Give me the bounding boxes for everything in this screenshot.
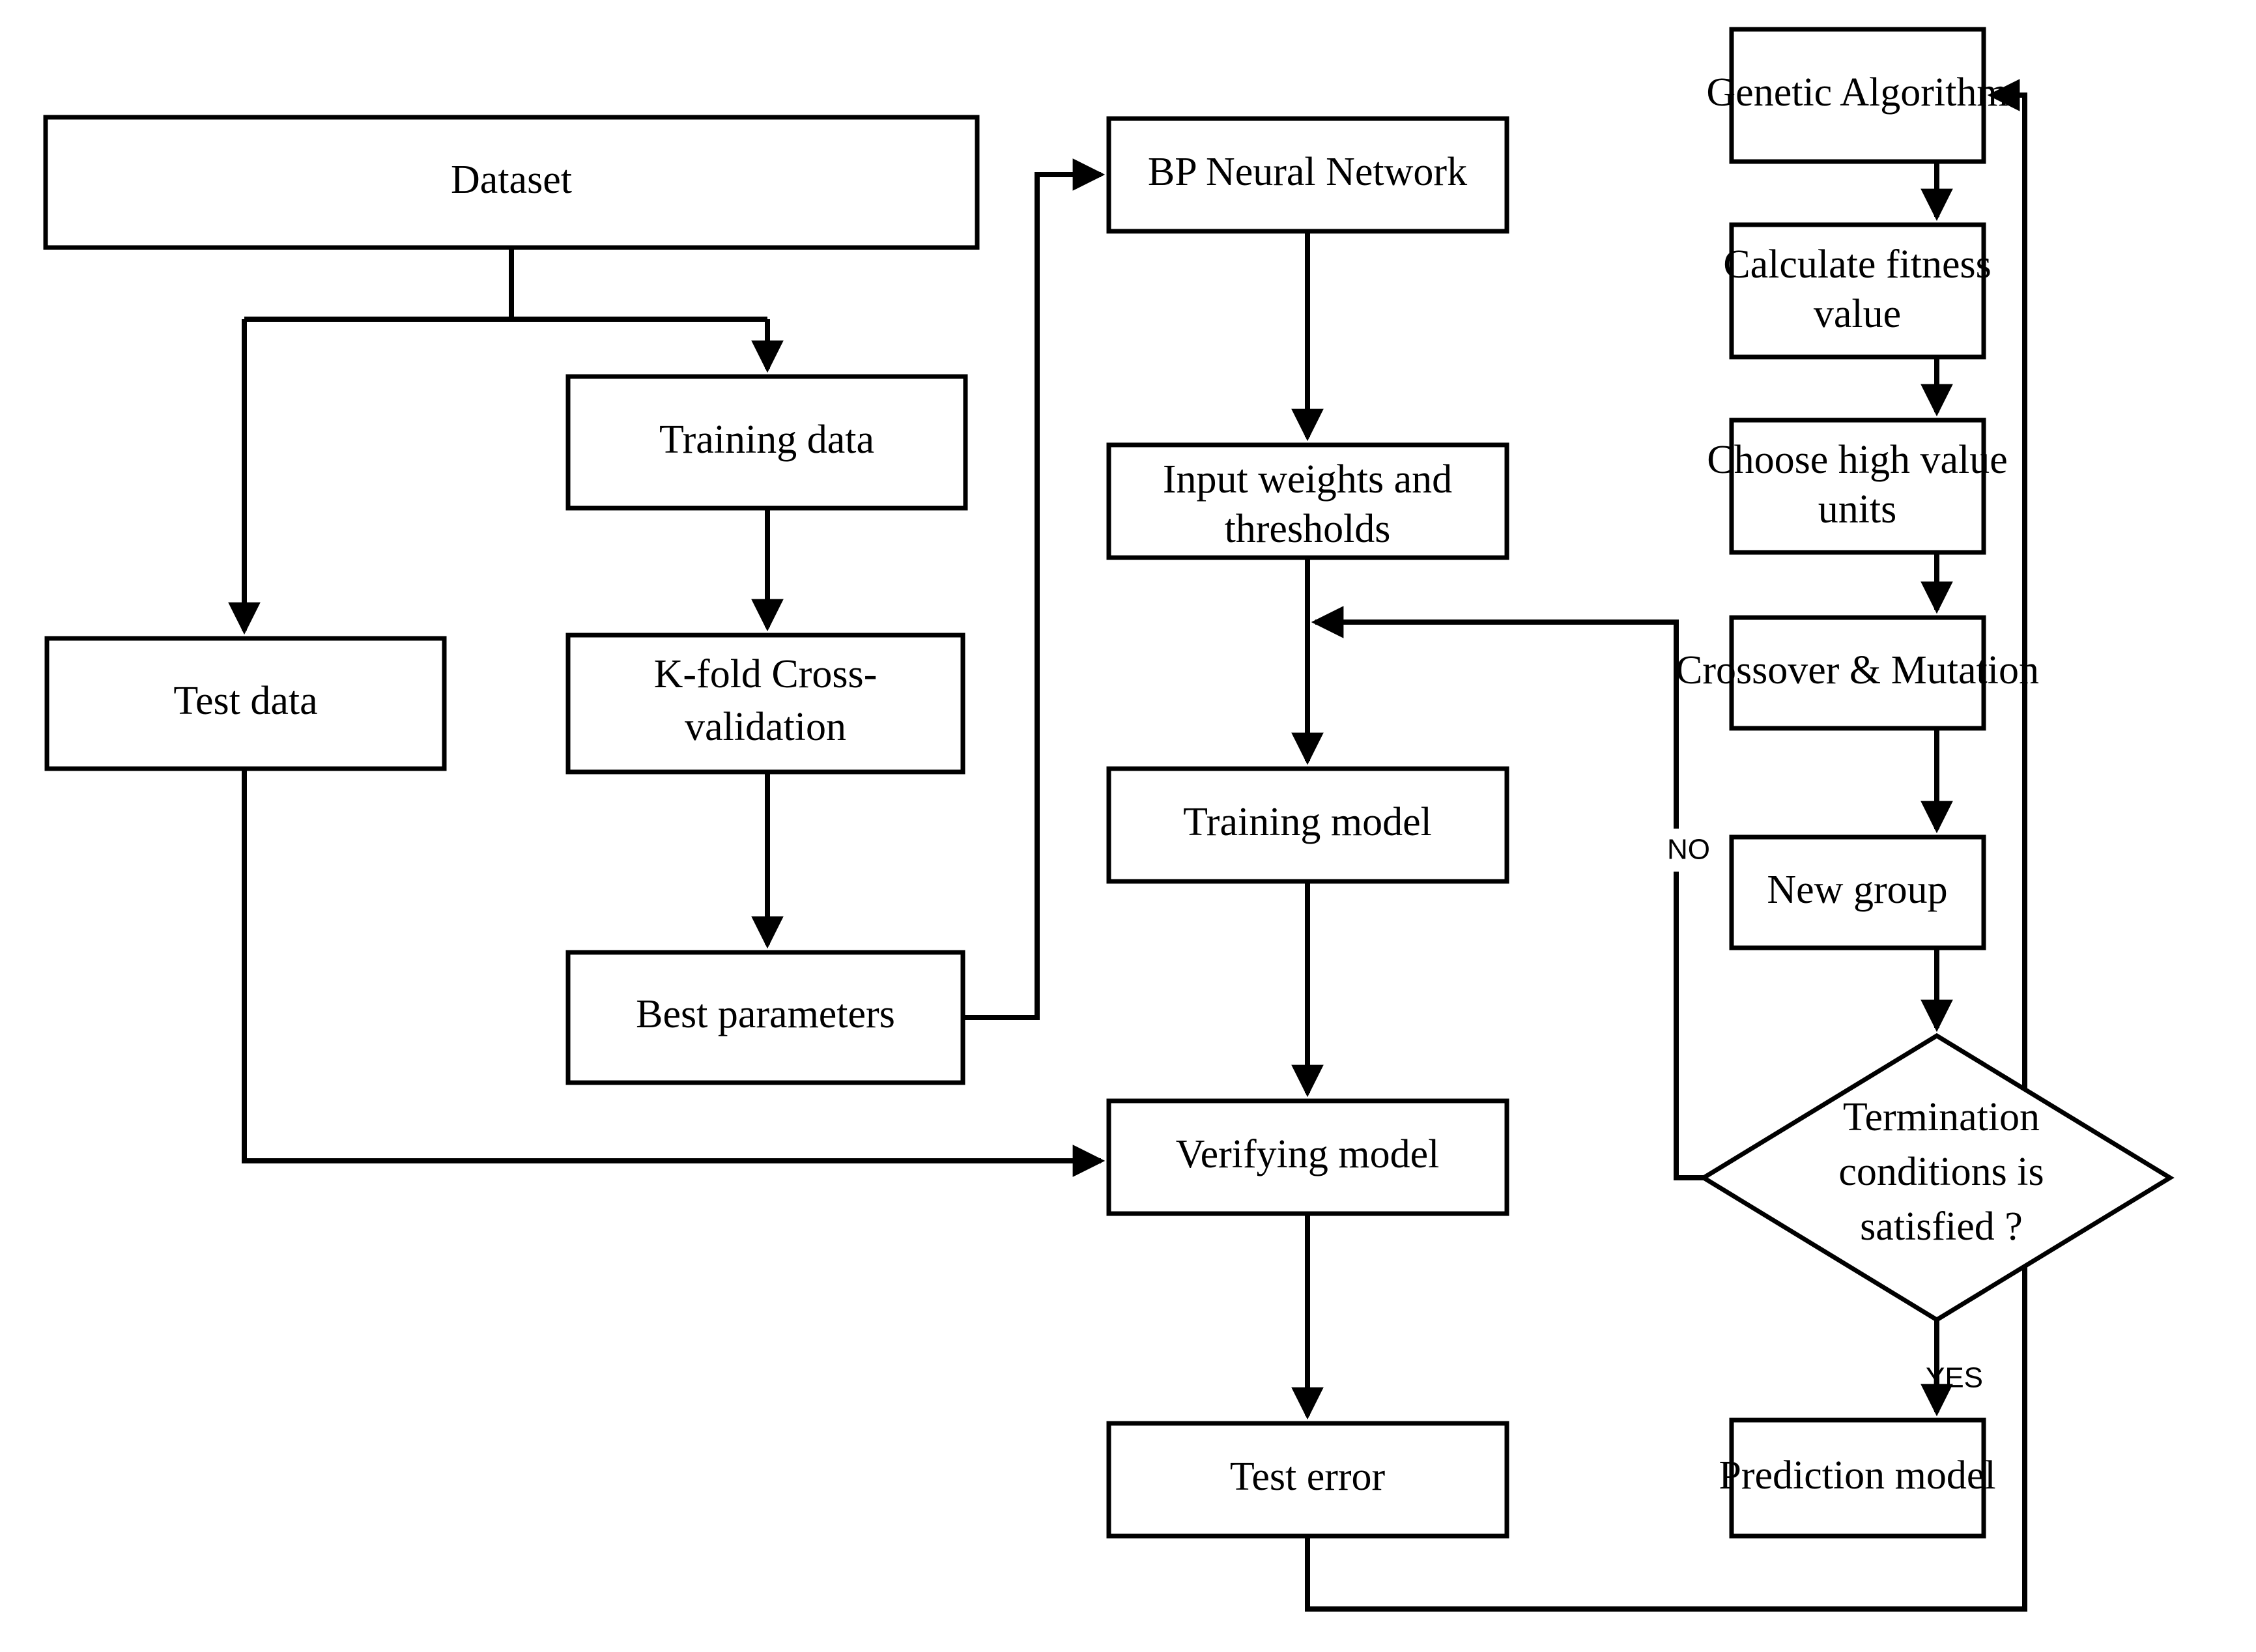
node-best-parameters-label: Best parameters bbox=[636, 992, 895, 1036]
node-training-model[interactable]: Training model bbox=[1106, 766, 1509, 884]
node-new-group-label: New group bbox=[1767, 868, 1947, 912]
edge-best-parameters-to-bp-neural-network bbox=[963, 158, 1106, 1020]
node-training-data-label: Training data bbox=[659, 418, 874, 462]
node-crossover-label: Crossover & Mutation bbox=[1676, 648, 2039, 692]
node-prediction-model[interactable]: Prediction model bbox=[1719, 1417, 1996, 1539]
node-dataset[interactable]: Dataset bbox=[43, 115, 980, 250]
node-genetic-algorithm[interactable]: Genetic Algorithm bbox=[1706, 27, 2008, 164]
node-input-weights-and-thresholds[interactable]: Input weights and thresholds bbox=[1106, 442, 1509, 560]
node-test-data[interactable]: Test data bbox=[44, 636, 447, 771]
node-kfold-cross-validation[interactable]: K-fold Cross- validation bbox=[565, 633, 965, 775]
node-choose-units-label-line1: Choose high value bbox=[1707, 438, 2008, 482]
node-kfold-label-line1: K-fold Cross- bbox=[654, 652, 878, 696]
edge-test-data-to-verifying-model bbox=[242, 769, 1106, 1177]
edge-label-yes-text: YES bbox=[1926, 1362, 1983, 1394]
node-crossover-and-mutation[interactable]: Crossover & Mutation bbox=[1676, 615, 2039, 731]
node-test-error-label: Test error bbox=[1230, 1455, 1386, 1499]
node-calculate-fitness-label-line1: Calculate fitness bbox=[1723, 242, 1991, 287]
node-best-parameters[interactable]: Best parameters bbox=[565, 950, 965, 1085]
node-bp-neural-network[interactable]: BP Neural Network bbox=[1106, 116, 1509, 234]
node-termination-conditions[interactable]: Termination conditions is satisfied ? bbox=[1699, 1032, 2175, 1323]
node-verifying-model[interactable]: Verifying model bbox=[1106, 1098, 1509, 1216]
edge-label-yes: YES bbox=[1926, 1362, 1983, 1394]
node-genetic-algorithm-label: Genetic Algorithm bbox=[1706, 70, 2008, 115]
node-calculate-fitness-value[interactable]: Calculate fitness value bbox=[1723, 222, 1992, 360]
node-bp-neural-network-label: BP Neural Network bbox=[1148, 150, 1467, 194]
node-training-model-label: Training model bbox=[1183, 800, 1432, 844]
edge-test-error-to-genetic-algorithm bbox=[1305, 79, 2027, 1612]
edge-label-no: NO bbox=[1658, 829, 1718, 872]
node-kfold-label-line2: validation bbox=[685, 705, 846, 749]
node-termination-label-line1: Termination bbox=[1843, 1095, 2040, 1139]
node-termination-label-line3: satisfied ? bbox=[1860, 1204, 2023, 1249]
node-choose-units-label-line2: units bbox=[1818, 487, 1897, 532]
node-test-error[interactable]: Test error bbox=[1106, 1421, 1509, 1539]
node-input-weights-label-line2: thresholds bbox=[1225, 507, 1391, 551]
node-input-weights-label-line1: Input weights and bbox=[1163, 457, 1452, 502]
node-dataset-label: Dataset bbox=[451, 158, 572, 202]
node-calculate-fitness-label-line2: value bbox=[1814, 292, 1901, 336]
node-termination-label-line2: conditions is bbox=[1838, 1150, 2044, 1194]
node-training-data[interactable]: Training data bbox=[565, 374, 968, 511]
node-test-data-label: Test data bbox=[173, 679, 317, 723]
node-verifying-model-label: Verifying model bbox=[1176, 1132, 1440, 1176]
edge-termination-no-to-input-weights bbox=[1311, 606, 1704, 1180]
node-new-group[interactable]: New group bbox=[1729, 834, 1986, 950]
node-choose-high-value-units[interactable]: Choose high value units bbox=[1707, 418, 2008, 555]
edge-label-no-text: NO bbox=[1667, 834, 1710, 866]
node-prediction-model-label: Prediction model bbox=[1719, 1453, 1995, 1498]
